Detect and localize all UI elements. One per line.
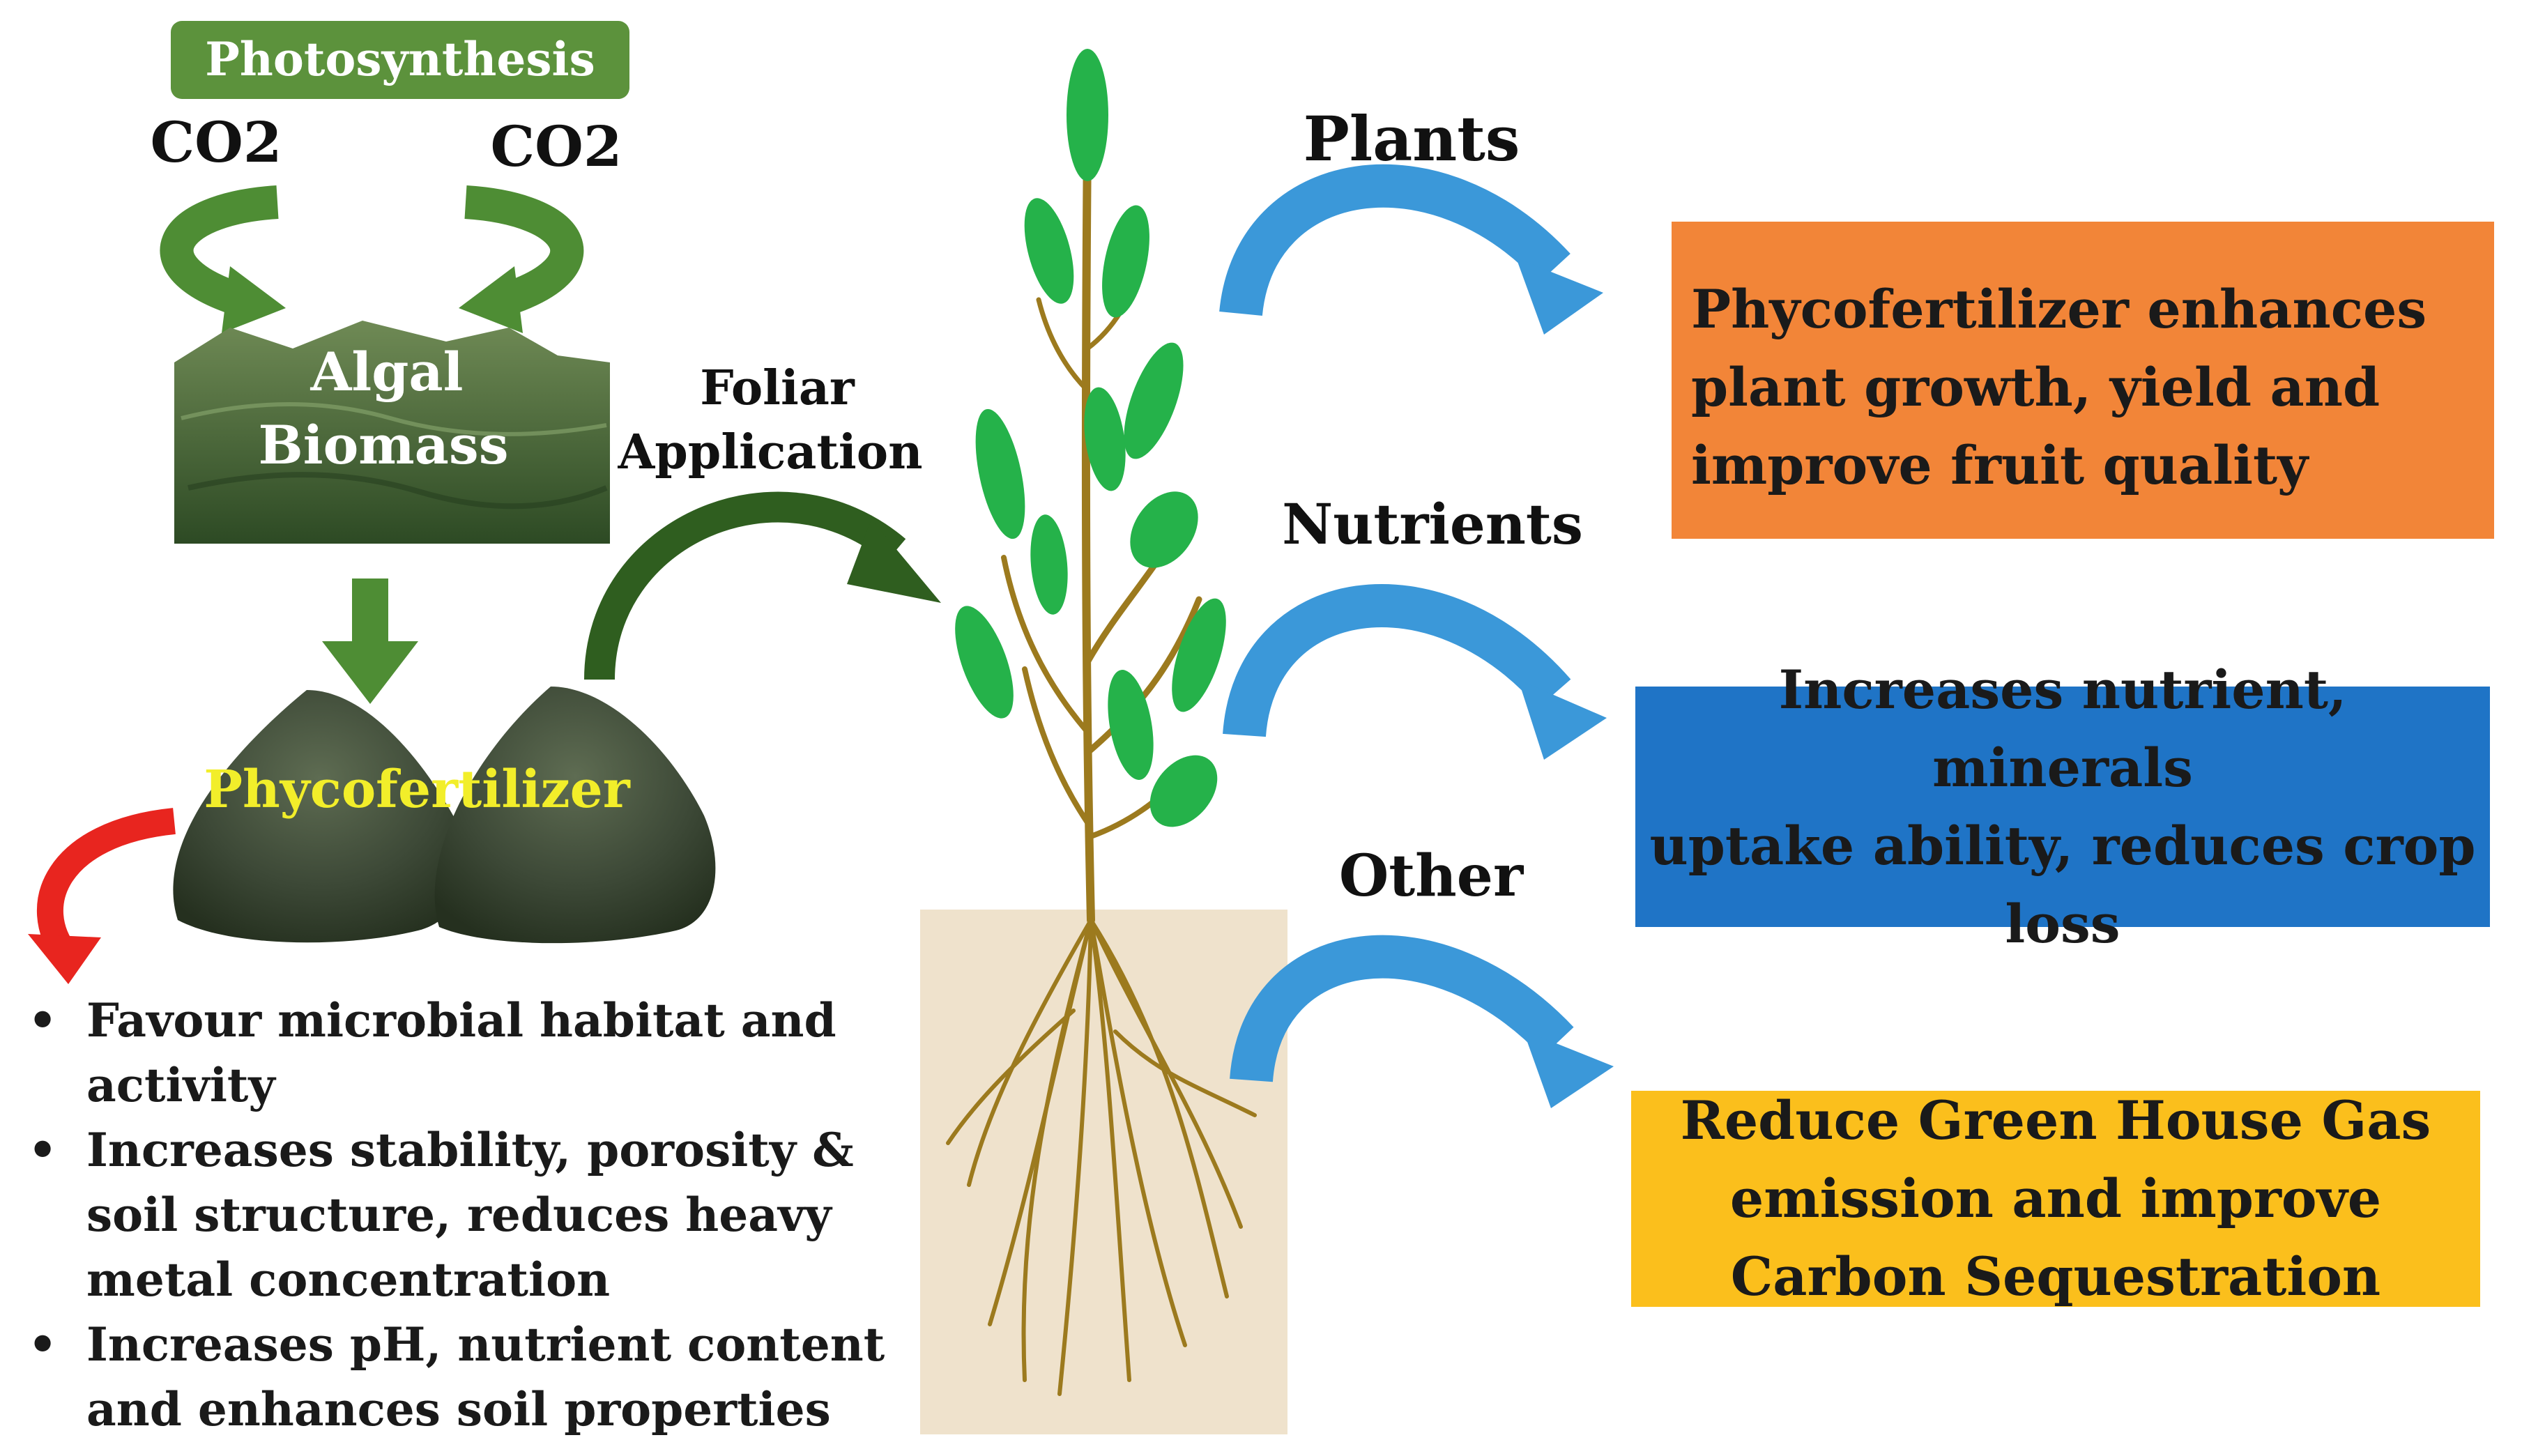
blue-arrow-nutrients <box>1223 584 1571 737</box>
co2-label-left: CO2 <box>150 109 282 175</box>
soil-benefit-text: Increases stability, porosity & soil str… <box>86 1123 854 1307</box>
effect-box-plants: Phycofertilizer enhances plant growth, y… <box>1672 222 2494 539</box>
category-plants: Plants <box>1304 102 1520 175</box>
effect-box-nutrients: Increases nutrient, minerals uptake abil… <box>1635 659 2490 955</box>
phycofertilizer-pile-left <box>173 690 466 943</box>
bullet-icon: • <box>28 993 58 1048</box>
plant-leaves <box>955 49 1226 827</box>
plant-roots <box>946 918 1257 1396</box>
effect-other-line1: Reduce Green House Gas <box>1680 1089 2431 1151</box>
blue-arrow-nutrients-head <box>1518 680 1607 760</box>
blue-arrow-other <box>1230 935 1574 1082</box>
soil-benefit-text: Increases pH, nutrient content and enhan… <box>86 1317 885 1436</box>
co2-arrow-right <box>464 185 584 317</box>
down-arrow-head <box>322 641 418 704</box>
list-item: • Increases pH, nutrient content and enh… <box>21 1312 955 1442</box>
co2-arrow-left <box>160 185 279 317</box>
co2-arrow-left-head <box>222 266 286 333</box>
bullet-icon: • <box>28 1317 58 1372</box>
effect-nutrients-line2: uptake ability, reduces crop <box>1649 814 2476 877</box>
foliar-arrow <box>584 491 906 680</box>
photosynthesis-label-box <box>171 21 629 99</box>
foliar-application-label-line2: Application <box>617 424 922 480</box>
effect-nutrients-line1: Increases nutrient, minerals <box>1778 658 2347 799</box>
phycofertilizer-pile-right <box>434 687 716 944</box>
bullet-icon: • <box>28 1123 58 1177</box>
effect-other-line3: Carbon Sequestration <box>1730 1246 2381 1308</box>
co2-arrow-right-head <box>459 266 523 333</box>
blue-arrow-plants <box>1219 164 1570 316</box>
category-other: Other <box>1339 843 1524 910</box>
red-arrow-head <box>28 934 101 984</box>
algal-biomass-label-line2: Biomass <box>258 414 508 476</box>
list-item: • Favour microbial habitat and activity <box>21 988 955 1118</box>
effect-plants-line2: plant growth, yield and <box>1691 356 2380 418</box>
blue-arrow-plants-head <box>1516 258 1603 335</box>
red-arrow <box>37 808 176 963</box>
soil-benefit-text: Favour microbial habitat and activity <box>86 993 836 1112</box>
down-arrow-shaft <box>352 578 388 645</box>
effect-plants-line3: improve fruit quality <box>1691 434 2309 496</box>
algal-biomass-image <box>174 321 610 544</box>
phycofertilizer-label: Phycofertilizer <box>204 760 630 820</box>
list-item: • Increases stability, porosity & soil s… <box>21 1118 955 1312</box>
blue-arrow-other-head <box>1523 1030 1614 1108</box>
foliar-application-label-line1: Foliar <box>700 360 855 416</box>
category-nutrients: Nutrients <box>1282 491 1583 557</box>
effect-nutrients-line3: loss <box>2005 892 2120 955</box>
soil-benefits-list: • Favour microbial habitat and activity … <box>21 988 955 1442</box>
effect-other-line2: emission and improve <box>1729 1167 2382 1229</box>
effect-box-other: Reduce Green House Gas emission and impr… <box>1631 1089 2480 1308</box>
foliar-arrow-head <box>847 519 941 603</box>
plant-stems <box>1001 135 1202 924</box>
photosynthesis-label: Photosynthesis <box>205 32 595 86</box>
effect-plants-line1: Phycofertilizer enhances <box>1691 278 2427 340</box>
algal-biomass-label-line1: Algal <box>309 341 463 403</box>
co2-label-right: CO2 <box>490 114 622 179</box>
